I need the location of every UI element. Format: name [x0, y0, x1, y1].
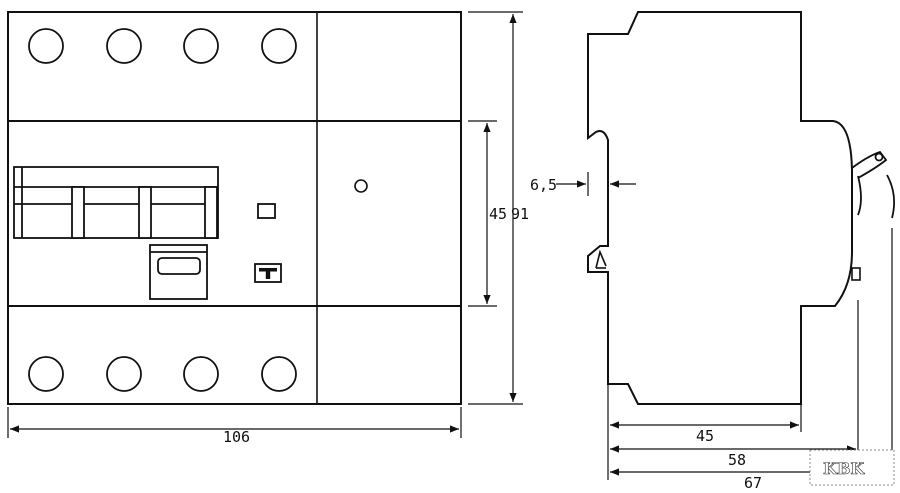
terminal-screw-bottom-3 [183, 356, 219, 392]
rail-clip [595, 249, 607, 269]
side-body-outline [587, 11, 853, 405]
front-body-outline [7, 11, 462, 405]
terminal-screw-top-4 [261, 28, 297, 64]
lever-handle [149, 244, 208, 300]
dim-label-67: 67 [744, 474, 762, 492]
terminal-screw-bottom-4 [261, 356, 297, 392]
test-button [254, 263, 282, 283]
kbk-logo: KBK [809, 449, 895, 486]
side-test-knob [851, 267, 861, 281]
terminal-screw-bottom-2 [106, 356, 142, 392]
terminal-screw-top-3 [183, 28, 219, 64]
dim-label-91: 91 [511, 205, 529, 223]
dim-label-45: 45 [489, 205, 507, 223]
top-terminals [28, 28, 297, 64]
bottom-terminals [28, 356, 297, 392]
kbk-logo-text: KBK [823, 459, 865, 478]
side-lever [851, 150, 896, 219]
terminal-screw-top-1 [28, 28, 64, 64]
side-dimensions [556, 168, 893, 480]
terminal-screw-top-2 [106, 28, 142, 64]
dim-label-106: 106 [223, 428, 250, 446]
indicator-window [257, 203, 276, 219]
terminal-screw-bottom-1 [28, 356, 64, 392]
status-led [354, 179, 368, 193]
dim-label-6-5: 6,5 [530, 176, 557, 194]
side-view [587, 11, 896, 405]
front-view [7, 11, 462, 405]
front-dimensions [7, 11, 523, 438]
dim-label-45-side: 45 [696, 427, 714, 445]
toggle-lever [13, 166, 219, 239]
dim-label-58: 58 [728, 451, 746, 469]
